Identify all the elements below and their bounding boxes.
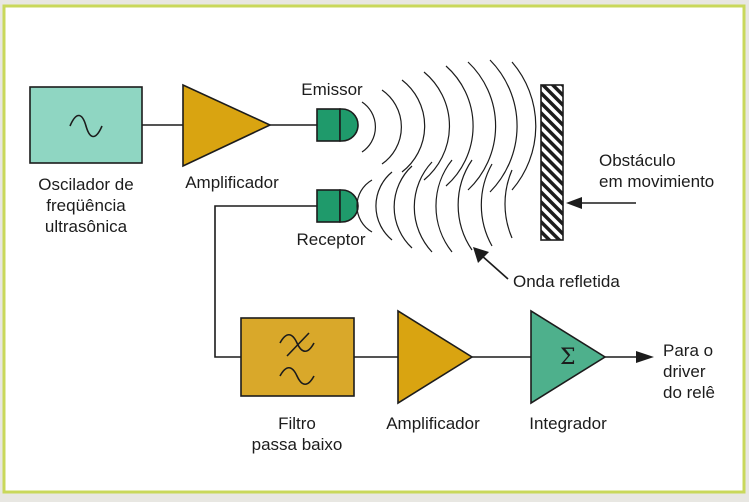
moving-obstacle [540, 84, 564, 241]
sine-wave-icon [69, 114, 103, 138]
filter-block [240, 317, 355, 397]
output-label: Para o driver do relê [663, 341, 715, 402]
filter-label: Filtro passa baixo [251, 414, 343, 454]
emitter-label: Emissor [301, 80, 363, 99]
integrator-label: Integrador [529, 414, 607, 433]
reflected-wave-label: Onda refletida [513, 272, 620, 291]
oscillator-label: Oscilador de freqüência ultrasônica [38, 175, 134, 236]
wire-reflected-arrow [480, 254, 509, 280]
receiver-label: Receptor [296, 230, 366, 249]
emitter-transducer [316, 108, 359, 142]
emitted-waves [361, 59, 537, 193]
low-pass-filter-icon [279, 332, 315, 386]
arrowhead-reflected-icon [473, 247, 489, 263]
amplifier-top-triangle [182, 83, 272, 168]
amplifier-bottom-label: Amplificador [386, 414, 480, 433]
arrowhead-obstacle-icon [566, 197, 582, 209]
amplifier-bottom-triangle [397, 309, 474, 405]
integrator-triangle [530, 309, 607, 405]
receiver-transducer [316, 189, 359, 223]
reflected-waves [356, 159, 513, 253]
integrator-symbol: Σ [560, 345, 576, 370]
arrowhead-output-icon [636, 351, 654, 363]
amplifier-top-label: Amplificador [185, 173, 279, 192]
obstacle-label: Obstáculo em movimiento [599, 151, 715, 191]
wire-receiver-filter [214, 205, 317, 358]
wires [142, 124, 637, 358]
